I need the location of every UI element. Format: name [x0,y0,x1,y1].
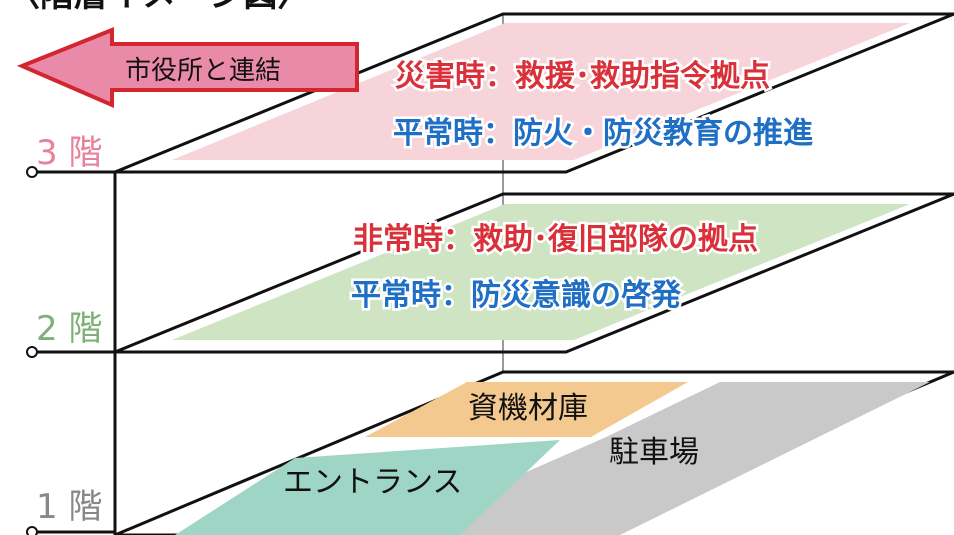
zone-shiki-label: 資機材庫 [468,391,588,426]
floor2-label: 2 階 [36,309,102,349]
zone-parking-label: 駐車場 [609,435,699,470]
zone-parking-fill [382,382,930,535]
city-hall-arrow-label: 市役所と連結 [125,56,281,86]
floor2-normal-text: 平常時：防災意識の啓発 [351,278,682,313]
zone-entrance-fill [175,440,560,535]
zone-entrance-label: エントランス [283,465,462,500]
city-hall-arrow [16,27,359,109]
floor1-plate [114,370,954,535]
floor2-fill [172,204,910,340]
floor3-label: 3 階 [36,133,102,173]
floor3-plate [114,12,954,174]
floor2-emergency-text: 非常時：救助･復旧部隊の拠点 [353,222,758,257]
leader-3f-dot [26,166,38,178]
floor3-disaster-text: 災害時：救援･救助指令拠点 [395,59,770,94]
zone-shiki-fill [365,382,688,437]
floor2-plate [114,192,954,354]
floor1-label: 1 階 [36,487,102,527]
leader-2f-dot [26,346,38,358]
diagram-title: 〈階層イメージ図〉 [6,0,311,15]
leader-1f-dot [26,526,38,535]
floor3-fill [172,23,910,160]
floor3-normal-text: 平常時：防火・防災教育の推進 [393,116,813,151]
